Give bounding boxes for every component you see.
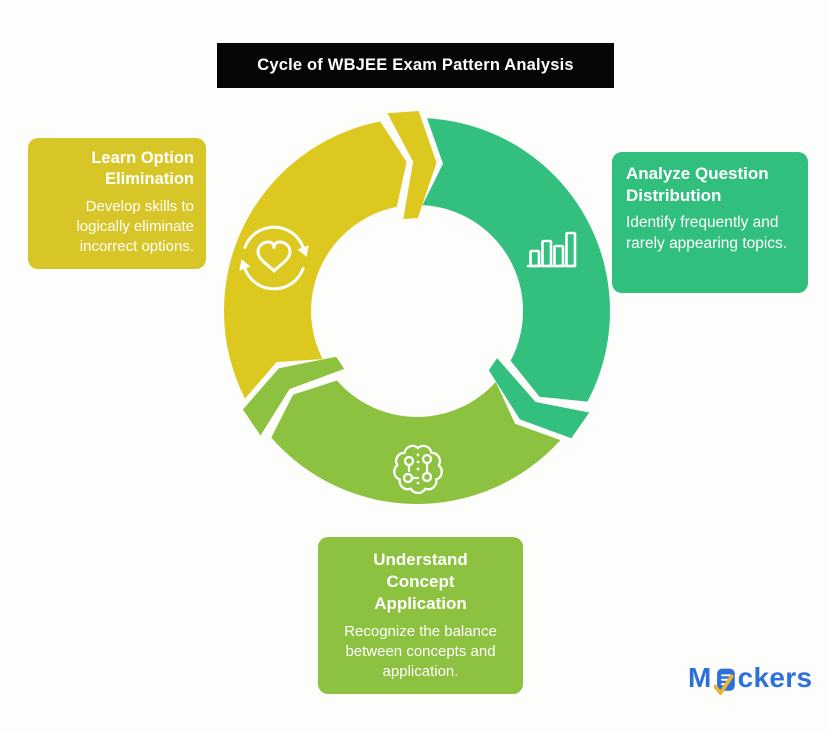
brain-circuit-icon — [393, 444, 443, 495]
bar-chart-icon — [526, 231, 577, 268]
card-title: Analyze Question Distribution — [626, 164, 769, 206]
bar-3 — [553, 244, 565, 268]
page-title-text: Cycle of WBJEE Exam Pattern Analysis — [257, 56, 574, 74]
cycle-arrowhead-right — [297, 245, 309, 257]
bar-4 — [565, 231, 577, 268]
brain-outline — [393, 444, 443, 495]
heart-cycle-icon — [239, 225, 309, 291]
circuit-dot — [416, 453, 420, 457]
cycle-arrowhead-left — [239, 259, 251, 271]
document-check-icon — [713, 668, 735, 695]
cycle-arrow-top — [243, 225, 305, 249]
card-analyze-question-distribution: Analyze Question Distribution Identify f… — [612, 152, 808, 293]
heart-icon — [256, 240, 292, 273]
segment-learn-option-elimination — [223, 121, 407, 399]
mockers-logo: M ckers — [688, 662, 813, 695]
card-title: Learn Option Elimination — [91, 149, 194, 189]
check-mark — [713, 673, 734, 695]
logo-text-m: M — [688, 662, 712, 693]
segment-analyze-question-distribution — [422, 118, 610, 402]
page-title: Cycle of WBJEE Exam Pattern Analysis — [217, 43, 614, 88]
card-learn-option-elimination: Learn Option Elimination Develop skills … — [28, 138, 206, 269]
segment-understand-concept-application — [271, 380, 561, 504]
circuit-dot — [416, 460, 420, 464]
arrow-learn-option-elimination — [387, 111, 437, 219]
arrow-analyze-question-distribution — [488, 358, 590, 439]
logo-text-ckers: ckers — [737, 662, 813, 693]
bar-1 — [529, 249, 541, 268]
card-understand-concept-application: Understand Concept Application Recognize… — [318, 537, 523, 694]
circuit-dot — [416, 467, 420, 471]
card-body: Develop skills to logically eliminate in… — [76, 197, 194, 256]
card-title: Understand Concept Application — [373, 550, 468, 614]
card-body: Identify frequently and rarely appearing… — [626, 214, 788, 252]
circuit-dot — [416, 481, 420, 485]
bar-2 — [541, 239, 553, 268]
cycle-arrow-bottom — [243, 267, 305, 291]
arrow-understand-concept-application — [242, 356, 345, 436]
card-body: Recognize the balance between concepts a… — [344, 623, 497, 681]
